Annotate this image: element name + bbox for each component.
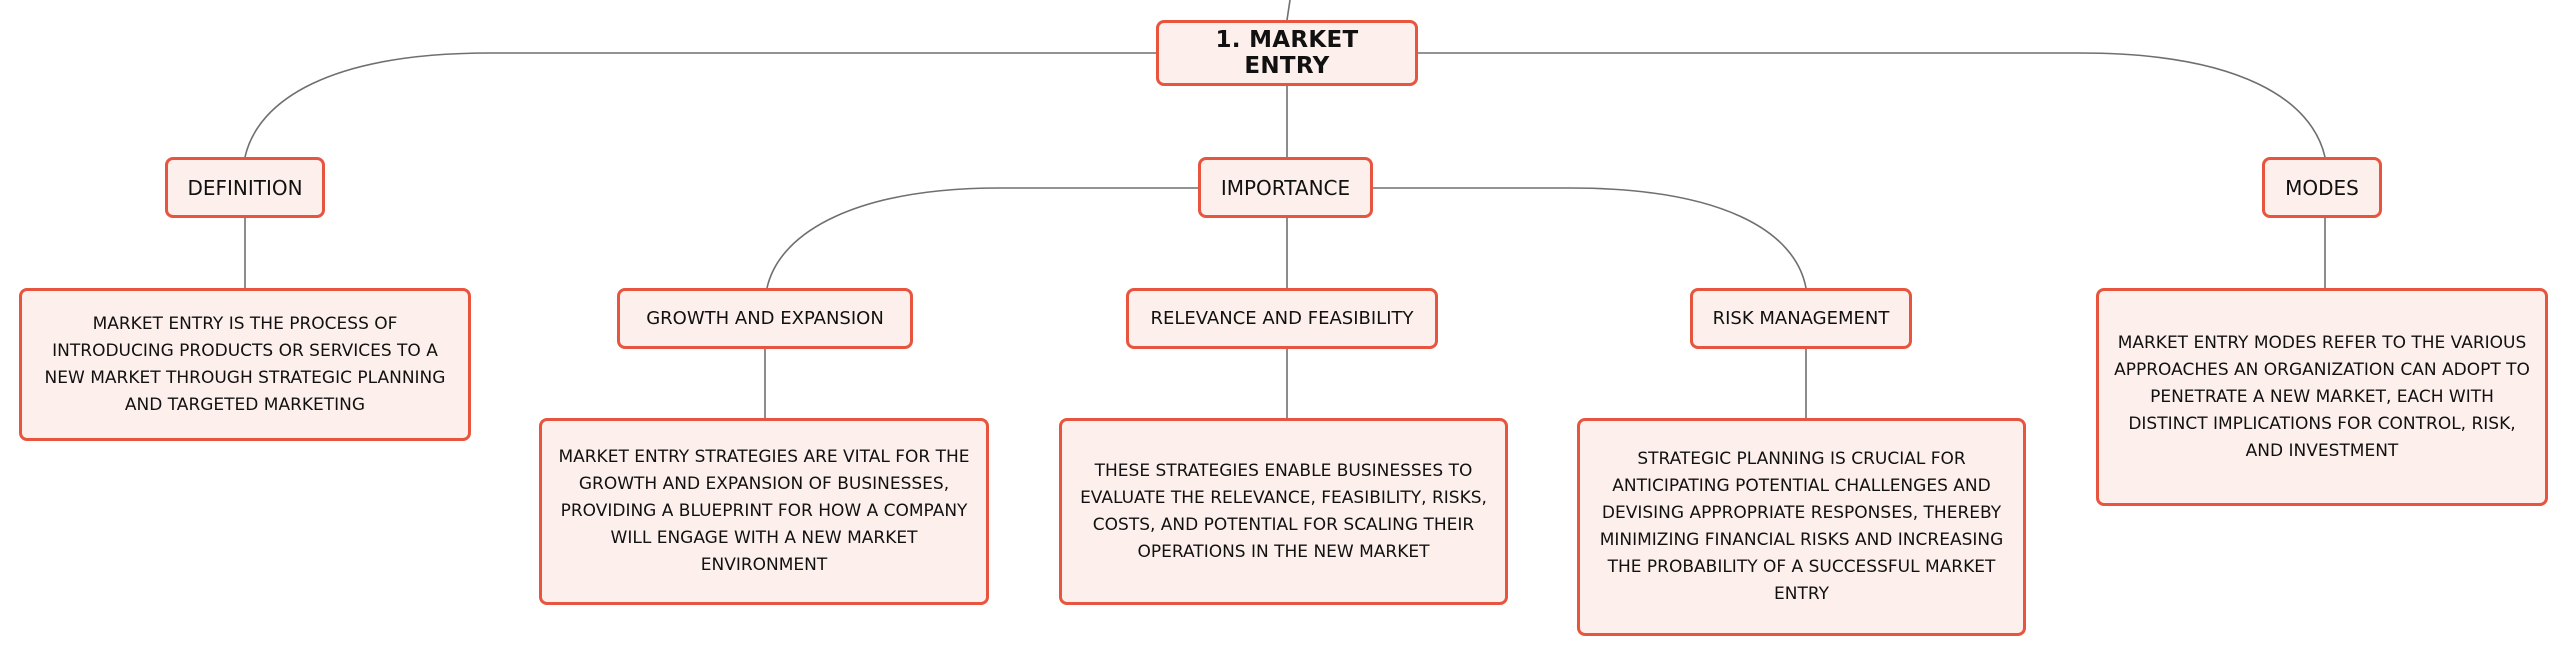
topic-node-label: MODES	[2285, 175, 2359, 200]
subtopic-node-label: RISK MANAGEMENT	[1712, 308, 1890, 329]
topic-node-modes[interactable]: MODES	[2262, 157, 2382, 218]
subtopic-node-risk-management[interactable]: RISK MANAGEMENT	[1690, 288, 1912, 349]
topic-node-importance[interactable]: IMPORTANCE	[1198, 157, 1373, 218]
topic-node-label: DEFINITION	[187, 175, 303, 200]
subtopic-node-growth-and-expansion[interactable]: GROWTH AND EXPANSION	[617, 288, 913, 349]
root-node-market-entry[interactable]: 1. MARKET ENTRY	[1156, 20, 1418, 86]
risk-description-text: STRATEGIC PLANNING IS CRUCIAL FOR ANTICI…	[1599, 449, 2004, 604]
topic-node-label: IMPORTANCE	[1220, 175, 1351, 200]
connector-root-to-modes	[1418, 52, 2326, 158]
root-node-label: 1. MARKET ENTRY	[1215, 27, 1359, 79]
subtopic-node-relevance-and-feasibility[interactable]: RELEVANCE AND FEASIBILITY	[1126, 288, 1438, 349]
relevance-description-text: THESE STRATEGIES ENABLE BUSINESSES TO EV…	[1080, 460, 1487, 562]
risk-description-node[interactable]: STRATEGIC PLANNING IS CRUCIAL FOR ANTICI…	[1577, 418, 2026, 636]
connector-parent-to-root	[1286, 0, 1291, 21]
modes-description-node[interactable]: MARKET ENTRY MODES REFER TO THE VARIOUS …	[2096, 288, 2548, 506]
definition-description-node[interactable]: MARKET ENTRY IS THE PROCESS OF INTRODUCI…	[19, 288, 471, 441]
subtopic-node-label: GROWTH AND EXPANSION	[646, 308, 884, 329]
relevance-description-node[interactable]: THESE STRATEGIES ENABLE BUSINESSES TO EV…	[1059, 418, 1508, 605]
connector-importance-to-growth	[766, 187, 1198, 289]
connector-importance-to-risk	[1373, 187, 1807, 289]
definition-description-text: MARKET ENTRY IS THE PROCESS OF INTRODUCI…	[44, 313, 446, 415]
connector-root-to-definition	[244, 52, 1156, 158]
subtopic-node-label: RELEVANCE AND FEASIBILITY	[1150, 308, 1414, 329]
growth-description-text: MARKET ENTRY STRATEGIES ARE VITAL FOR TH…	[558, 447, 970, 575]
growth-description-node[interactable]: MARKET ENTRY STRATEGIES ARE VITAL FOR TH…	[539, 418, 989, 605]
topic-node-definition[interactable]: DEFINITION	[165, 157, 325, 218]
modes-description-text: MARKET ENTRY MODES REFER TO THE VARIOUS …	[2114, 332, 2530, 461]
